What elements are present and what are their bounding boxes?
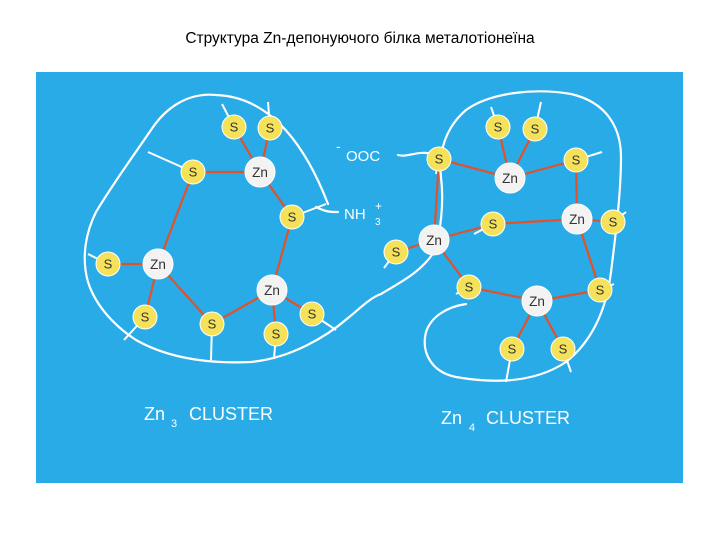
svg-text:S: S	[465, 280, 474, 295]
beta-domain-chain	[379, 90, 623, 382]
svg-text:Zn: Zn	[569, 212, 585, 227]
zinc-atom: Zn	[521, 285, 553, 317]
alpha-domain-chain	[83, 93, 383, 364]
zinc-atoms: Zn Zn Zn Zn Zn Zn Zn	[142, 156, 593, 317]
sulfur-atom: S	[95, 251, 121, 277]
svg-text:S: S	[189, 165, 198, 180]
sulfur-atom: S	[221, 114, 247, 140]
metallothionein-diagram: S S S S S S S S S S S S S S S S S S S S …	[36, 72, 683, 483]
zn3-subscript: 3	[171, 418, 177, 430]
svg-text:S: S	[272, 327, 281, 342]
svg-text:S: S	[596, 283, 605, 298]
sulfur-atom: S	[499, 336, 525, 362]
sulfur-atoms: S S S S S S S S S S S S S S S S S S S S	[95, 114, 626, 362]
svg-text:S: S	[266, 121, 275, 136]
zinc-atom: Zn	[142, 248, 174, 280]
sulfur-atom: S	[426, 146, 452, 172]
svg-text:S: S	[435, 152, 444, 167]
termini-labels: - OOC NH 3 +	[336, 138, 382, 228]
sulfur-atom: S	[180, 159, 206, 185]
sulfur-atom: S	[383, 239, 409, 265]
sulfur-atom: S	[600, 209, 626, 235]
zn3-prefix: Zn	[144, 404, 165, 424]
amino-terminus: NH	[344, 206, 366, 223]
svg-text:Zn: Zn	[502, 171, 518, 186]
svg-text:S: S	[508, 342, 517, 357]
svg-text:S: S	[494, 120, 503, 135]
svg-text:S: S	[208, 317, 217, 332]
svg-text:Zn: Zn	[264, 283, 280, 298]
svg-text:S: S	[609, 215, 618, 230]
zinc-atom: Zn	[244, 156, 276, 188]
sulfur-atom: S	[279, 204, 305, 230]
zn4-subscript: 4	[469, 422, 475, 434]
sulfur-atom: S	[199, 311, 225, 337]
zinc-atom: Zn	[256, 274, 288, 306]
carboxyl-charge: -	[336, 138, 341, 154]
svg-text:S: S	[531, 122, 540, 137]
svg-text:S: S	[308, 307, 317, 322]
sulfur-atom: S	[563, 147, 589, 173]
amino-tail	[314, 205, 340, 214]
sulfur-atom: S	[257, 115, 283, 141]
sulfur-atom: S	[456, 274, 482, 300]
diagram-canvas: S S S S S S S S S S S S S S S S S S S S …	[36, 72, 683, 483]
svg-text:S: S	[489, 217, 498, 232]
svg-text:S: S	[230, 120, 239, 135]
zn4-cluster-label: CLUSTER	[486, 408, 570, 428]
zinc-atom: Zn	[418, 224, 450, 256]
sulfur-atom: S	[299, 301, 325, 327]
sulfur-atom: S	[522, 116, 548, 142]
zn4-prefix: Zn	[441, 408, 462, 428]
sulfur-atom: S	[480, 211, 506, 237]
diagram-background	[36, 72, 683, 483]
svg-text:S: S	[392, 245, 401, 260]
carboxyl-terminus: OOC	[346, 148, 380, 165]
zinc-atom: Zn	[494, 162, 526, 194]
amino-subscript: 3	[375, 217, 381, 228]
page-title: Структура Zn-депонуючого білка металотіо…	[185, 30, 535, 47]
svg-text:S: S	[141, 310, 150, 325]
svg-text:Zn: Zn	[426, 233, 442, 248]
cluster-captions: Zn 3 CLUSTER Zn 4 CLUSTER	[144, 404, 570, 434]
svg-text:S: S	[572, 153, 581, 168]
sulfur-atom: S	[587, 277, 613, 303]
svg-text:S: S	[104, 257, 113, 272]
svg-text:S: S	[288, 210, 297, 225]
svg-text:S: S	[559, 342, 568, 357]
sulfur-atom: S	[550, 336, 576, 362]
amino-charge: +	[375, 199, 382, 213]
sulfur-atom: S	[263, 321, 289, 347]
svg-text:Zn: Zn	[529, 294, 545, 309]
svg-text:Zn: Zn	[252, 165, 268, 180]
bond	[156, 171, 195, 265]
svg-text:Zn: Zn	[150, 257, 166, 272]
zinc-atom: Zn	[561, 203, 593, 235]
sulfur-atom: S	[132, 304, 158, 330]
sulfur-atom: S	[485, 114, 511, 140]
zn3-cluster-label: CLUSTER	[189, 404, 273, 424]
